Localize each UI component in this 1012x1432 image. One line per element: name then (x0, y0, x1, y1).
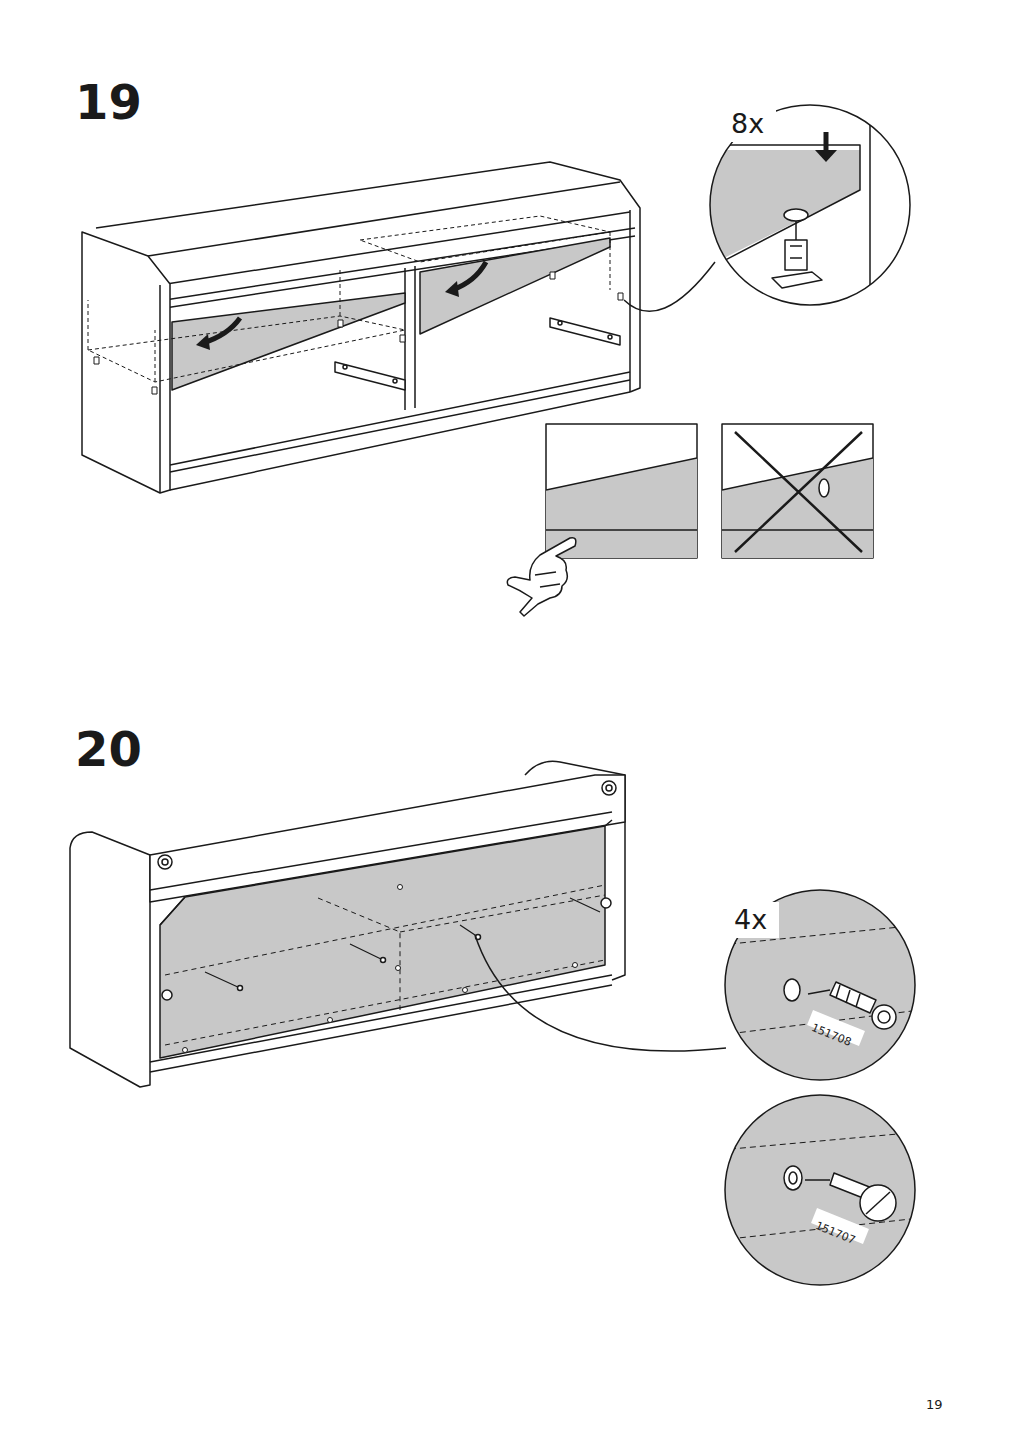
quantity-label: 8x (731, 110, 764, 137)
page-number: 19 (926, 1398, 943, 1411)
step-number: 19 (75, 78, 142, 126)
quantity-label: 4x (734, 906, 767, 933)
step-number: 20 (75, 725, 142, 773)
